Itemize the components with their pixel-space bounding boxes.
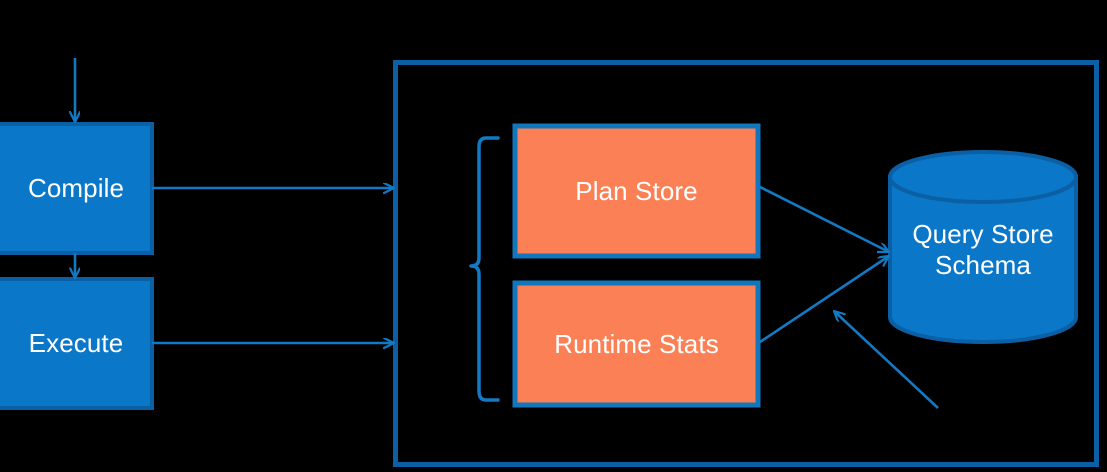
arrow-runtimestats-to-schema <box>759 256 889 344</box>
runtime-stats-box[interactable] <box>512 280 761 408</box>
arrow-planstore-to-schema <box>759 185 889 254</box>
plan-store-box[interactable] <box>512 123 761 259</box>
compile-box[interactable] <box>0 122 154 255</box>
grouping-brace <box>469 136 500 402</box>
execute-box[interactable] <box>0 277 154 410</box>
query-store-schema-cylinder[interactable] <box>888 150 1078 344</box>
query-store-boundary <box>393 60 1099 467</box>
arrow-external-to-schema <box>834 311 939 409</box>
